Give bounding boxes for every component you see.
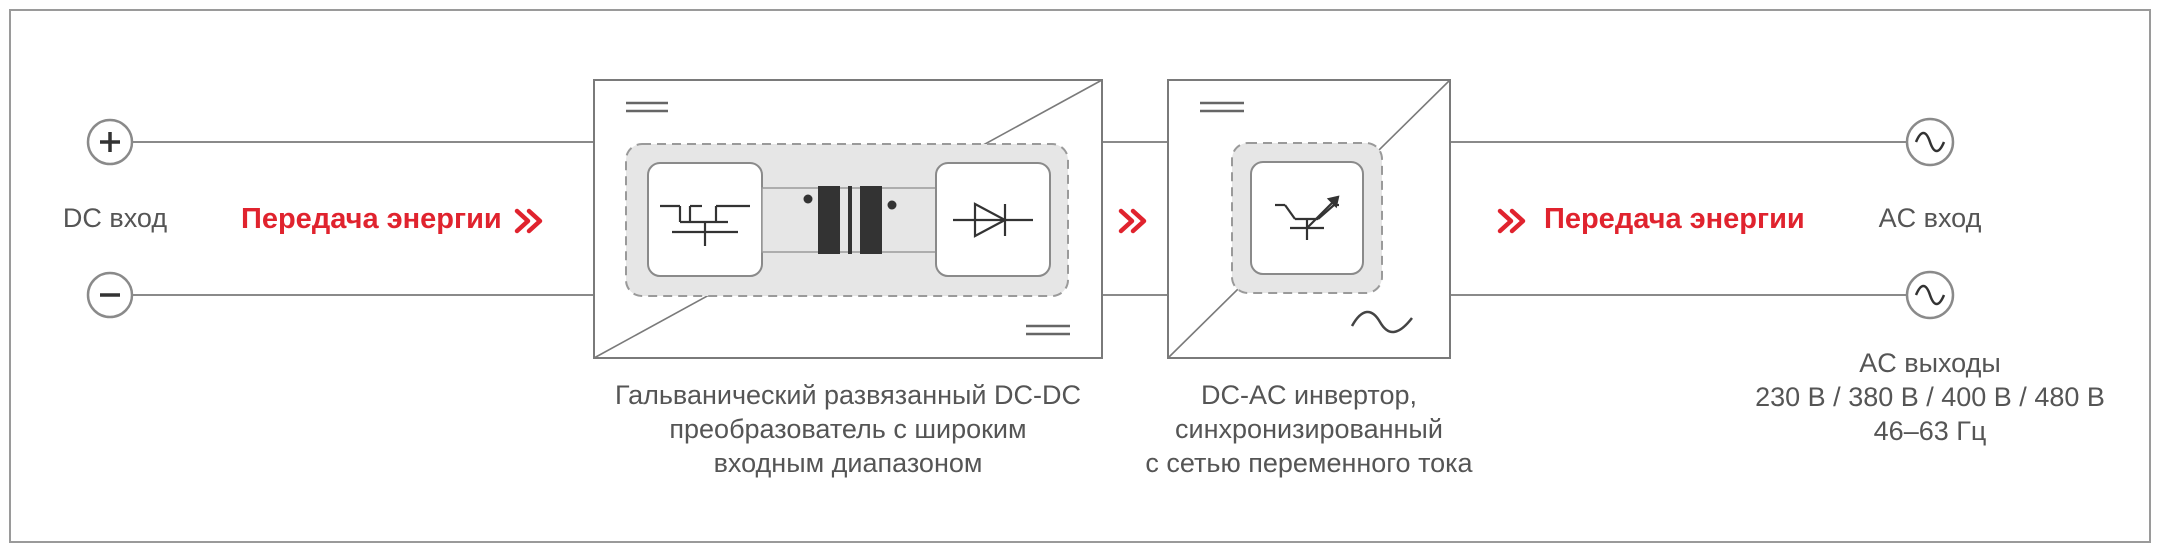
dc-input-label: DC вход [62,203,168,233]
dcdc-caption: Гальванический развязанный DC-DC преобра… [578,378,1118,480]
dcdc-caption-line: Гальванический развязанный DC-DC [614,380,1081,410]
dcdc-module [593,79,1103,359]
dcdc-caption-line: входным диапазоном [713,448,983,478]
ac-sine-icon [1905,270,1955,320]
ac-sine-icon [1905,117,1955,167]
ac-outputs-voltages: 230 В / 380 В / 400 В / 480 В [1755,382,2105,412]
power-transfer-label-right: Передача энергии [1544,203,1805,235]
ac-input-label: AC вход [1878,203,1982,233]
minus-icon [86,271,134,319]
dcac-caption-line: с сетью переменного тока [1145,448,1473,478]
dcac-caption-line: DC-AC инвертор, [1200,380,1418,410]
dcdc-caption-line: преобразователь с широким [669,414,1027,444]
plus-icon [86,118,134,166]
ac-outputs-title: AC выходы [1859,348,2001,378]
dcac-caption-line: синхронизированный [1175,414,1443,444]
ac-outputs-frequency: 46–63 Гц [1873,416,1987,446]
double-chevron-right-icon [514,208,543,234]
double-chevron-right-icon [1497,208,1526,234]
dcac-module [1167,79,1451,359]
dcac-caption: DC-AC инвертор, синхронизированный с сет… [1109,378,1509,480]
power-transfer-label-left: Передача энергии [241,203,502,235]
ac-outputs-label: AC выходы 230 В / 380 В / 400 В / 480 В … [1730,346,2130,448]
double-chevron-right-icon [1118,208,1147,234]
